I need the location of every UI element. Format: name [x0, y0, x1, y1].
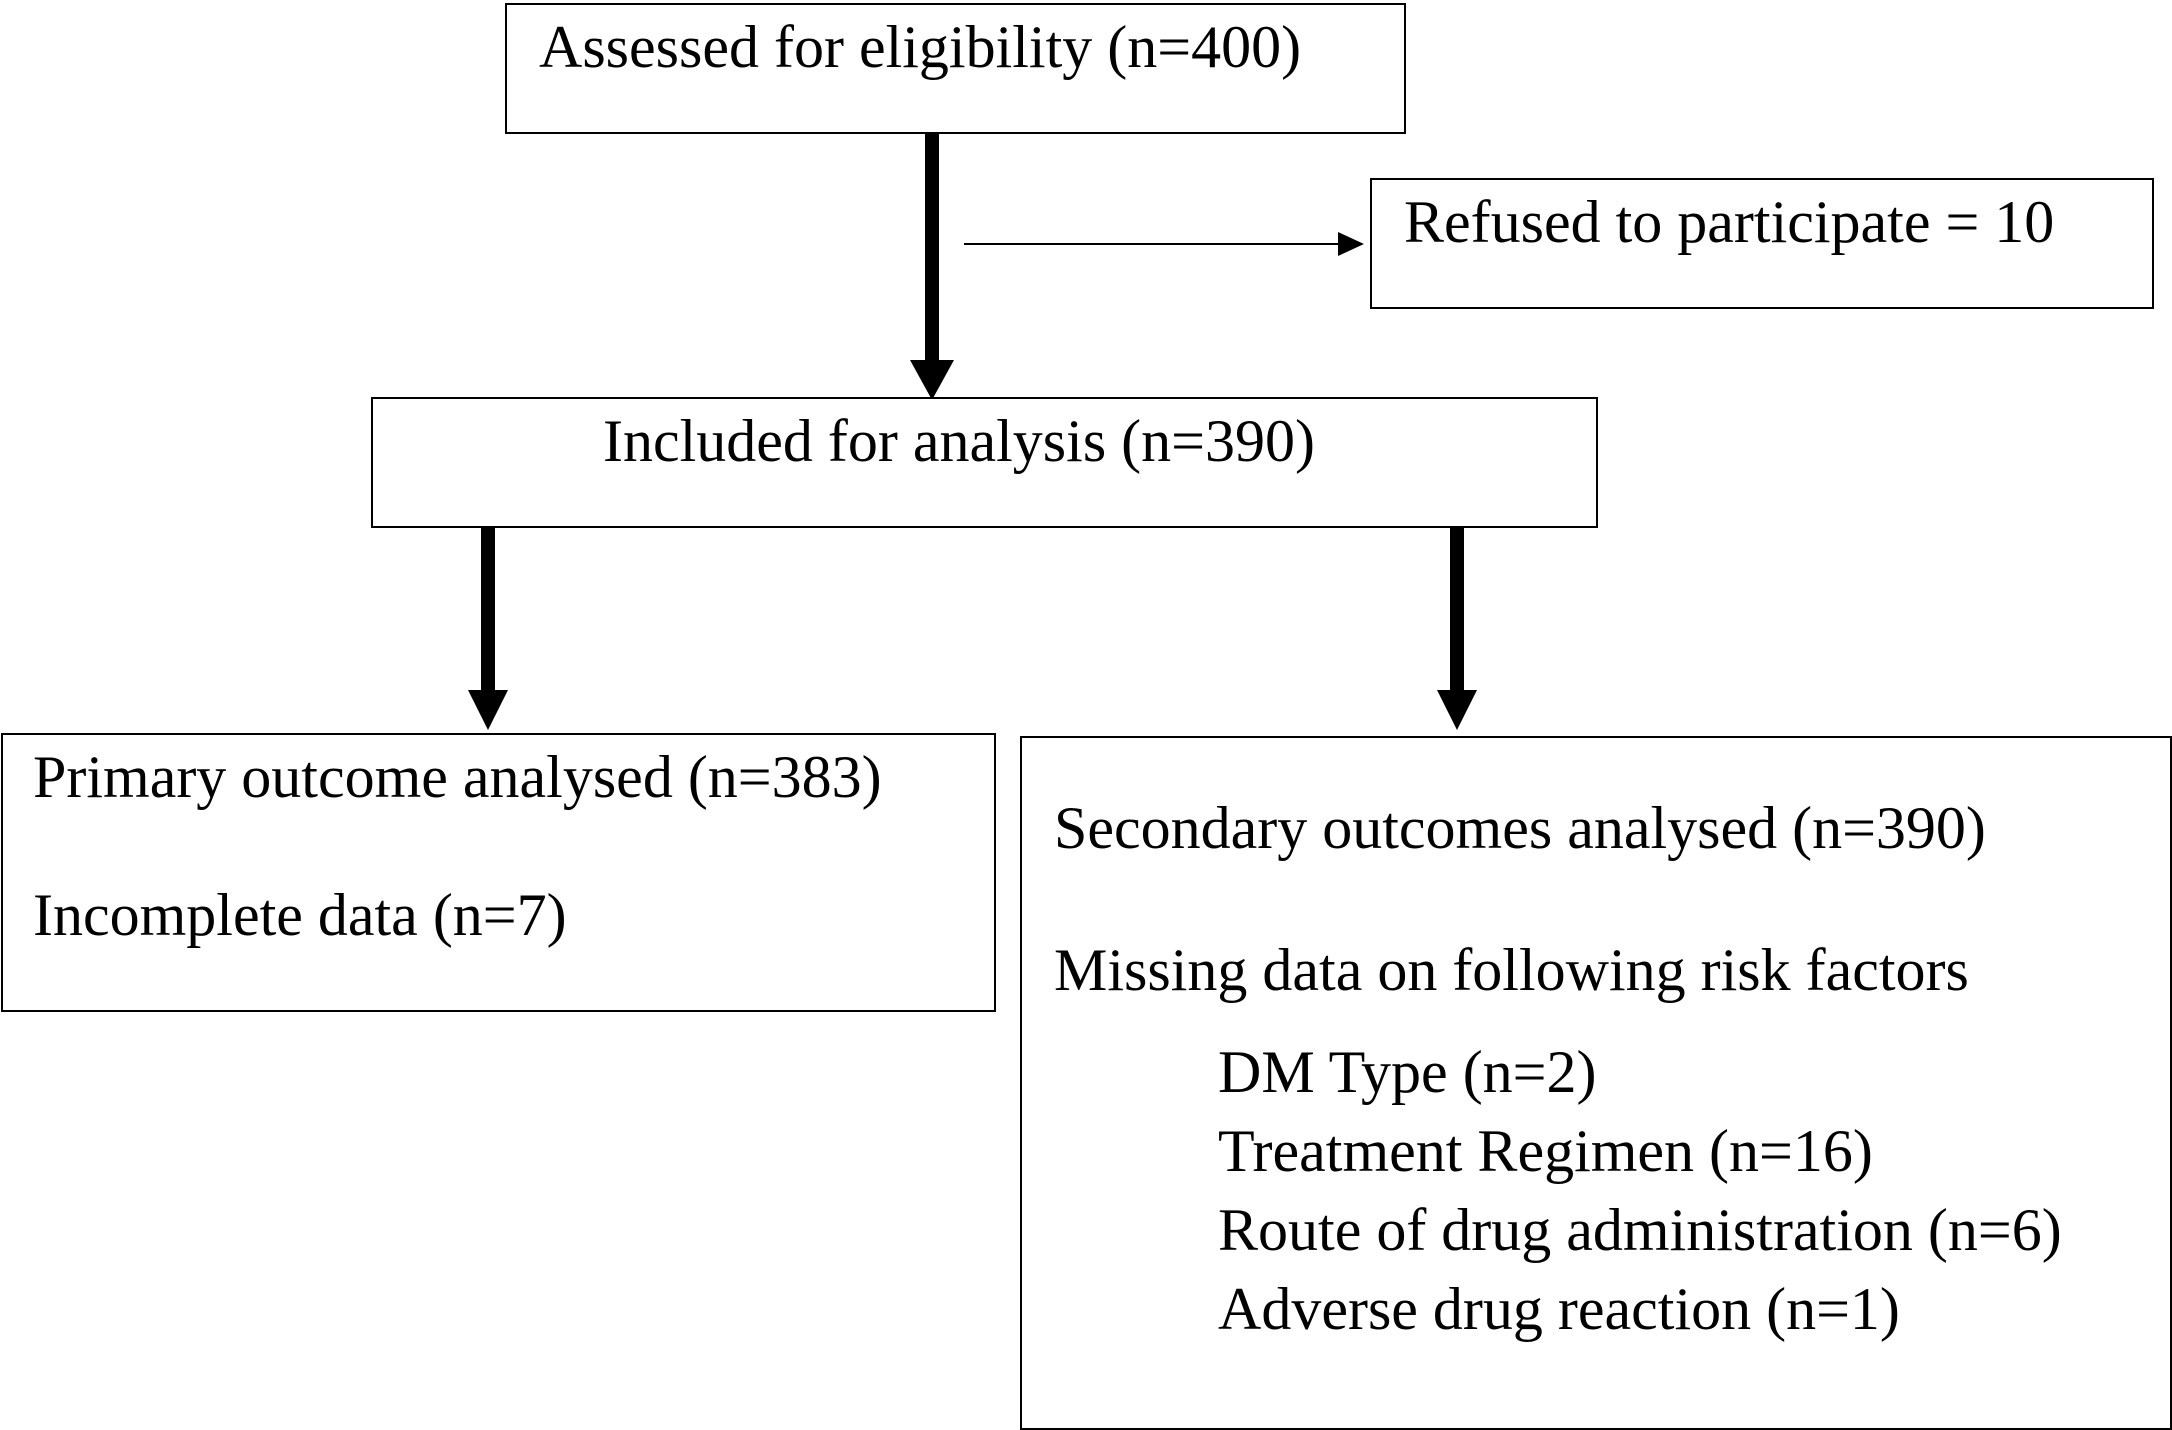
- refused-text: Refused to participate = 10: [1404, 189, 2055, 255]
- secondary-line1: Secondary outcomes analysed (n=390): [1054, 795, 1986, 861]
- assessed-text: Assessed for eligibility (n=400): [539, 14, 1302, 80]
- included-text: Included for analysis (n=390): [603, 408, 1315, 474]
- arrowhead-refused: [1338, 232, 1364, 256]
- risk-factor-item: Route of drug administration (n=6): [1218, 1197, 2062, 1263]
- secondary-box: Secondary outcomes analysed (n=390) Miss…: [1020, 736, 2172, 1430]
- primary-line2: Incomplete data (n=7): [33, 882, 567, 948]
- refused-box: Refused to participate = 10: [1370, 178, 2154, 309]
- primary-box: Primary outcome analysed (n=383) Incompl…: [1, 733, 996, 1012]
- secondary-line2: Missing data on following risk factors: [1054, 937, 1969, 1003]
- risk-factor-item: Treatment Regimen (n=16): [1218, 1118, 1873, 1184]
- risk-factor-item: DM Type (n=2): [1218, 1039, 1597, 1105]
- arrowhead-included: [910, 360, 954, 400]
- included-box: Included for analysis (n=390): [371, 397, 1598, 528]
- arrowhead-primary: [468, 690, 508, 730]
- arrowhead-secondary: [1437, 690, 1477, 730]
- primary-line1: Primary outcome analysed (n=383): [33, 744, 882, 810]
- risk-factor-item: Adverse drug reaction (n=1): [1218, 1276, 1900, 1342]
- assessed-box: Assessed for eligibility (n=400): [505, 3, 1406, 134]
